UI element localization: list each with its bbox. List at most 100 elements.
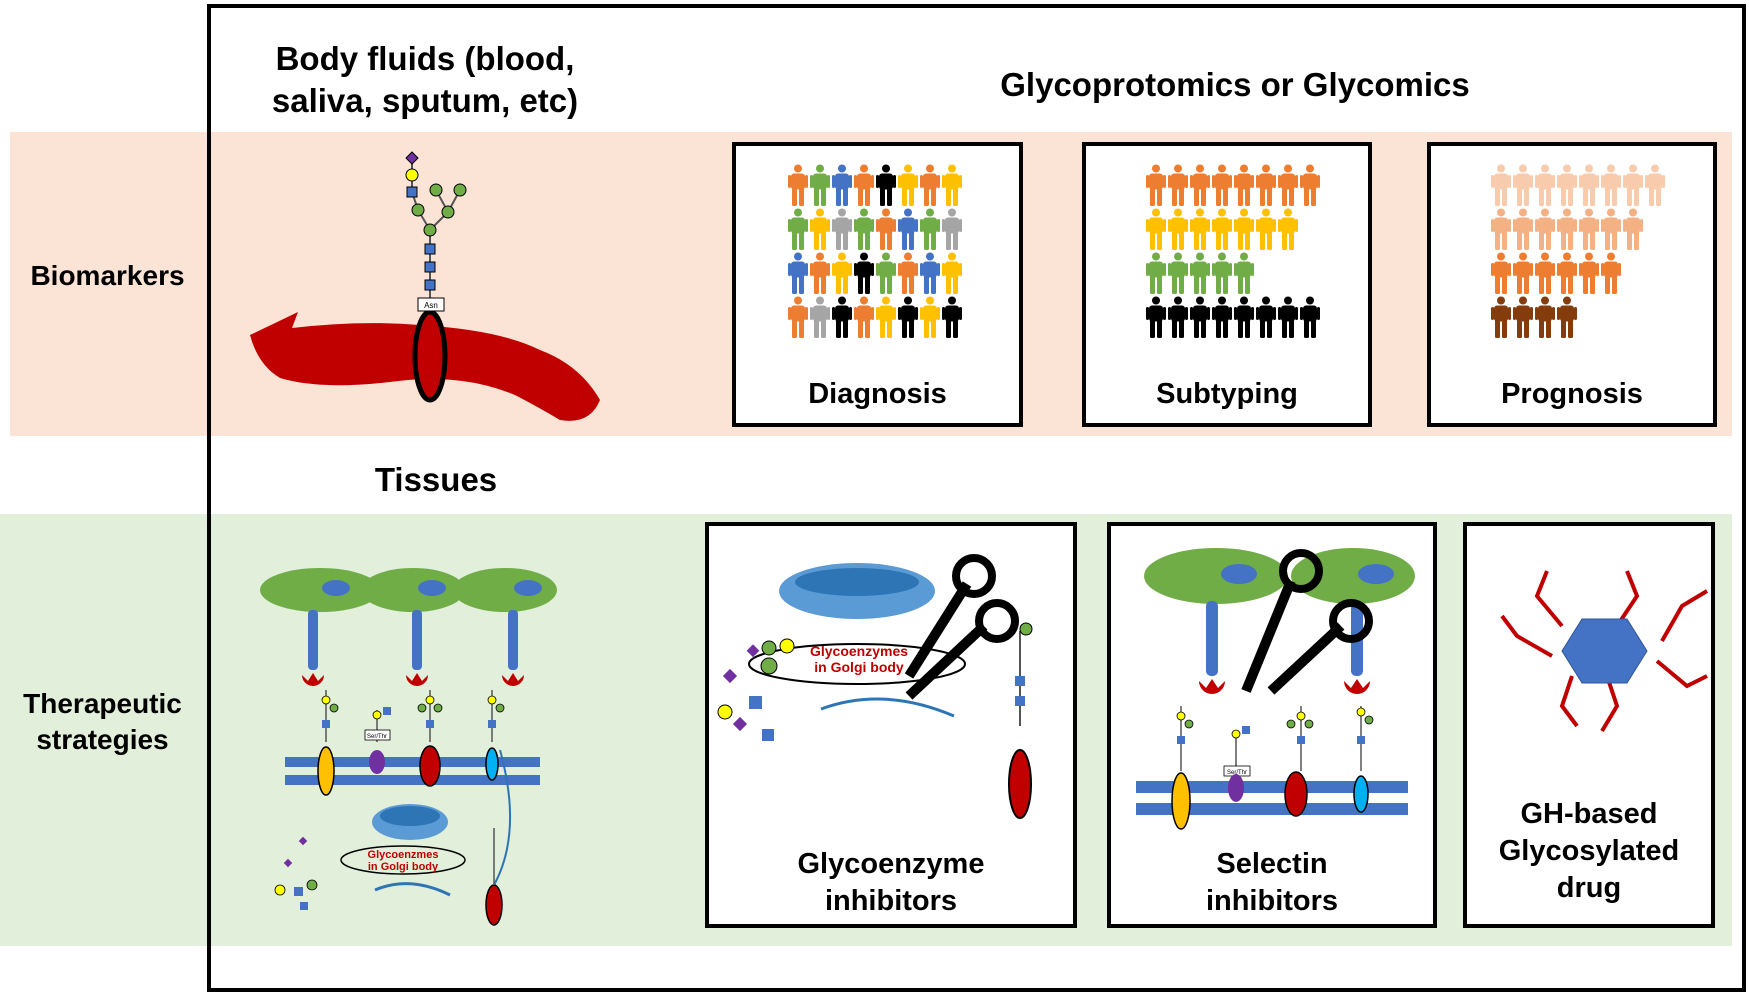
panel-gh-drug-label-line2: Glycosylated xyxy=(1498,835,1680,867)
people-grid-diagnosis xyxy=(788,164,962,340)
person-icon xyxy=(1645,164,1665,206)
person-icon xyxy=(1234,296,1254,338)
person-icon xyxy=(942,252,962,294)
person-icon xyxy=(810,296,830,338)
person-icon xyxy=(1300,164,1320,206)
person-icon xyxy=(1234,164,1254,206)
person-icon xyxy=(1278,164,1298,206)
person-icon xyxy=(810,208,830,250)
person-icon xyxy=(920,296,940,338)
people-row xyxy=(1146,296,1320,338)
people-row xyxy=(1491,164,1665,206)
person-icon xyxy=(1557,164,1577,206)
header-glyco: Glycoprotomics or Glycomics xyxy=(1000,66,1470,103)
person-icon xyxy=(1278,208,1298,250)
person-icon xyxy=(832,164,852,206)
person-icon xyxy=(1256,208,1276,250)
panel-gh-drug-label: GH-based Glycosylated drug xyxy=(1467,796,1711,907)
selectin-chains xyxy=(308,610,518,670)
person-icon xyxy=(1557,296,1577,338)
header-body-fluids-line1: Body fluids (blood, xyxy=(275,40,575,77)
panel-subtyping-label: Subtyping xyxy=(1156,378,1298,410)
person-icon xyxy=(1212,252,1232,294)
person-icon xyxy=(1146,208,1166,250)
person-icon xyxy=(876,296,896,338)
person-icon xyxy=(1190,252,1210,294)
header-tissues: Tissues xyxy=(374,461,498,498)
panel-prognosis: Prognosis xyxy=(1427,142,1717,427)
person-icon xyxy=(832,208,852,250)
row-label-therapeutic-line1: Therapeutic xyxy=(23,688,182,719)
people-row xyxy=(1146,164,1320,206)
selectin-diagram: Ser/Thr xyxy=(1136,548,1415,830)
person-icon xyxy=(898,252,918,294)
person-icon xyxy=(810,164,830,206)
person-icon xyxy=(1513,296,1533,338)
person-icon xyxy=(898,208,918,250)
person-icon xyxy=(1579,208,1599,250)
panel-glycoenzyme-inhibitors: Glycoenzymes in Golgi body Glycoenzyme i… xyxy=(705,522,1077,928)
row-label-therapeutic-line2: strategies xyxy=(36,724,169,755)
ser-thr-label-selectin: Ser/Thr xyxy=(1227,770,1247,776)
person-icon xyxy=(1535,208,1555,250)
person-icon xyxy=(920,164,940,206)
header-body-fluids-line2: saliva, sputum, etc) xyxy=(271,82,579,119)
person-icon xyxy=(1256,164,1276,206)
person-icon xyxy=(1601,252,1621,294)
glycoenzyme-diagram: Glycoenzymes in Golgi body xyxy=(717,554,1033,819)
person-icon xyxy=(1623,164,1643,206)
panel-glycoenzyme-label: Glycoenzyme inhibitors xyxy=(709,846,1073,920)
person-icon xyxy=(788,296,808,338)
panel-gh-drug: GH-based Glycosylated drug xyxy=(1463,522,1715,928)
person-icon xyxy=(1168,296,1188,338)
people-row xyxy=(1146,208,1320,250)
person-icon xyxy=(1212,296,1232,338)
row-label-therapeutic: Therapeutic strategies xyxy=(0,686,205,758)
person-icon xyxy=(920,252,940,294)
person-icon xyxy=(854,164,874,206)
panel-diagnosis-label: Diagnosis xyxy=(808,378,947,410)
people-grid-subtyping xyxy=(1146,164,1320,340)
person-icon xyxy=(1535,164,1555,206)
person-icon xyxy=(1579,164,1599,206)
panel-selectin-label-line2: inhibitors xyxy=(1205,885,1339,917)
panel-glycoenzyme-label-line2: inhibitors xyxy=(824,885,958,917)
person-icon xyxy=(788,164,808,206)
header-body-fluids: Body fluids (blood, saliva, sputum, etc) xyxy=(225,38,625,122)
golgi-panel-label-line2: in Golgi body xyxy=(814,659,904,675)
people-row xyxy=(1491,252,1665,294)
person-icon xyxy=(876,252,896,294)
person-icon xyxy=(876,164,896,206)
person-icon xyxy=(788,208,808,250)
person-icon xyxy=(942,296,962,338)
people-row xyxy=(1491,208,1665,250)
person-icon xyxy=(1491,208,1511,250)
gh-drug-diagram xyxy=(1500,570,1709,733)
people-row xyxy=(1491,296,1665,338)
panel-selectin-label: Selectin inhibitors xyxy=(1111,846,1433,920)
people-row xyxy=(788,296,962,338)
person-icon xyxy=(1234,252,1254,294)
person-icon xyxy=(1146,296,1166,338)
row-label-biomarkers: Biomarkers xyxy=(30,260,185,291)
people-row xyxy=(788,252,962,294)
person-icon xyxy=(1601,208,1621,250)
person-icon xyxy=(1168,208,1188,250)
people-row xyxy=(788,164,962,206)
person-icon xyxy=(854,296,874,338)
person-icon xyxy=(1234,208,1254,250)
panel-gh-drug-label-line3: drug xyxy=(1556,872,1622,904)
person-icon xyxy=(1623,208,1643,250)
panel-gh-drug-label-line1: GH-based xyxy=(1520,798,1658,830)
person-icon xyxy=(1212,208,1232,250)
person-icon xyxy=(854,252,874,294)
golgi-panel-label-line1: Glycoenzymes xyxy=(810,643,908,659)
person-icon xyxy=(920,208,940,250)
blood-vessel-diagram: Asn xyxy=(250,151,600,421)
people-grid-prognosis xyxy=(1491,164,1665,340)
person-icon xyxy=(1190,164,1210,206)
ser-thr-label: Ser/Thr xyxy=(367,734,387,740)
person-icon xyxy=(1278,296,1298,338)
person-icon xyxy=(832,296,852,338)
panel-prognosis-label: Prognosis xyxy=(1501,378,1643,410)
